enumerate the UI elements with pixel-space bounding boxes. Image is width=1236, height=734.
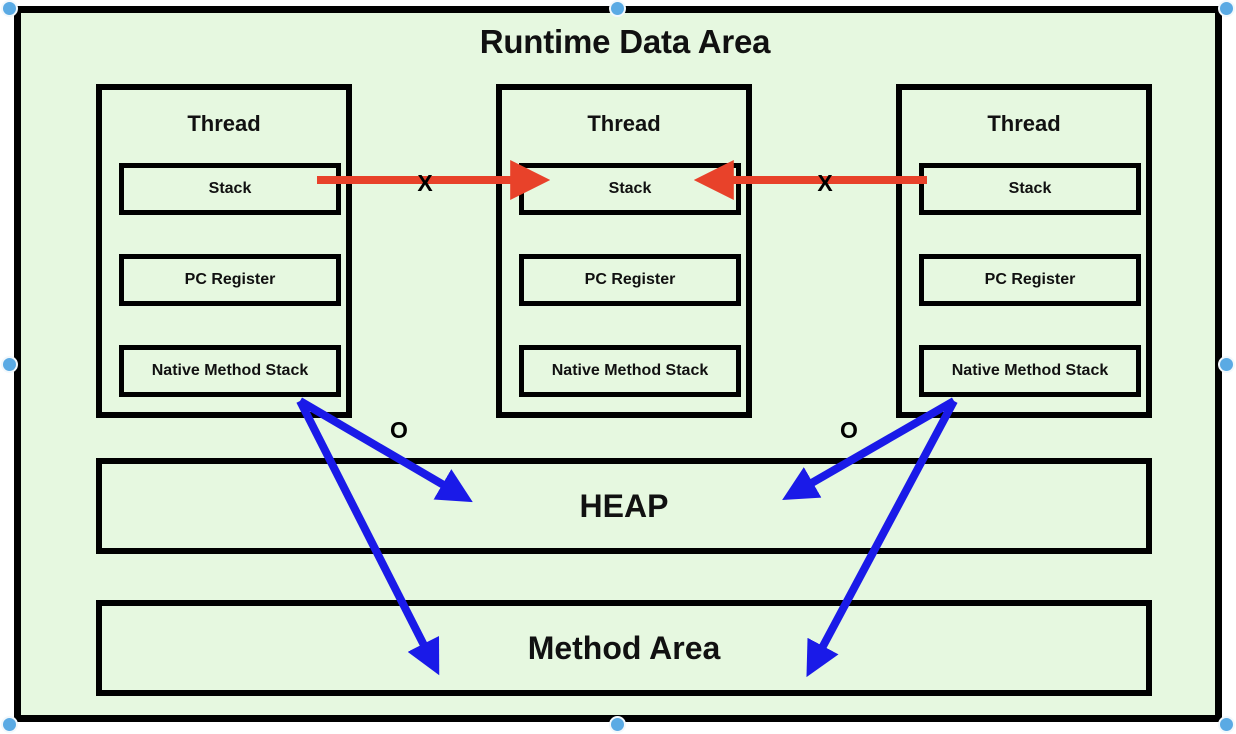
page-title: Runtime Data Area (479, 23, 771, 60)
thread-title-3: Thread (987, 111, 1061, 136)
resize-handle-top-left[interactable] (1, 0, 18, 17)
annotation-o-left: O (390, 417, 408, 443)
thread-3-native-method-stack-label: Native Method Stack (951, 362, 1109, 379)
thread-1-stack-label: Stack (208, 180, 252, 197)
thread-3-stack-label: Stack (1008, 180, 1052, 197)
resize-handle-bottom-left[interactable] (1, 716, 18, 733)
thread-box-2[interactable]: Thread Stack PC Register Native Method S… (496, 84, 752, 418)
annotation-x-left: X (417, 170, 433, 196)
heap-box[interactable]: HEAP (96, 458, 1152, 554)
thread-2-pc-register-box[interactable]: PC Register (519, 254, 741, 306)
thread-3-pc-register-label: PC Register (984, 271, 1076, 288)
thread-3-stack-box[interactable]: Stack (919, 163, 1141, 215)
thread-2-stack-label: Stack (608, 180, 652, 197)
thread-3-native-method-stack-box[interactable]: Native Method Stack (919, 345, 1141, 397)
thread-box-1[interactable]: Thread Stack PC Register Native Method S… (96, 84, 352, 418)
method-area-label: Method Area (527, 629, 721, 666)
resize-handle-middle-left[interactable] (1, 356, 18, 373)
thread-1-pc-register-box[interactable]: PC Register (119, 254, 341, 306)
thread-2-stack-box[interactable]: Stack (519, 163, 741, 215)
thread-box-3[interactable]: Thread Stack PC Register Native Method S… (896, 84, 1152, 418)
resize-handle-bottom-center[interactable] (609, 716, 626, 733)
resize-handle-middle-right[interactable] (1218, 356, 1235, 373)
thread-title-2: Thread (587, 111, 661, 136)
thread-1-native-method-stack-label: Native Method Stack (151, 362, 309, 379)
thread-1-native-method-stack-box[interactable]: Native Method Stack (119, 345, 341, 397)
heap-label: HEAP (579, 487, 669, 524)
annotation-o-right: O (840, 417, 858, 443)
resize-handle-top-right[interactable] (1218, 0, 1235, 17)
annotation-x-right: X (817, 170, 833, 196)
thread-3-pc-register-box[interactable]: PC Register (919, 254, 1141, 306)
resize-handle-top-center[interactable] (609, 0, 626, 17)
thread-1-pc-register-label: PC Register (184, 271, 276, 288)
thread-title-1: Thread (187, 111, 261, 136)
thread-2-native-method-stack-label: Native Method Stack (551, 362, 709, 379)
resize-handle-bottom-right[interactable] (1218, 716, 1235, 733)
runtime-data-area-container[interactable]: Runtime Data Area Thread Stack PC Regist… (14, 6, 1222, 722)
thread-2-native-method-stack-box[interactable]: Native Method Stack (519, 345, 741, 397)
thread-2-pc-register-label: PC Register (584, 271, 676, 288)
method-area-box[interactable]: Method Area (96, 600, 1152, 696)
thread-1-stack-box[interactable]: Stack (119, 163, 341, 215)
